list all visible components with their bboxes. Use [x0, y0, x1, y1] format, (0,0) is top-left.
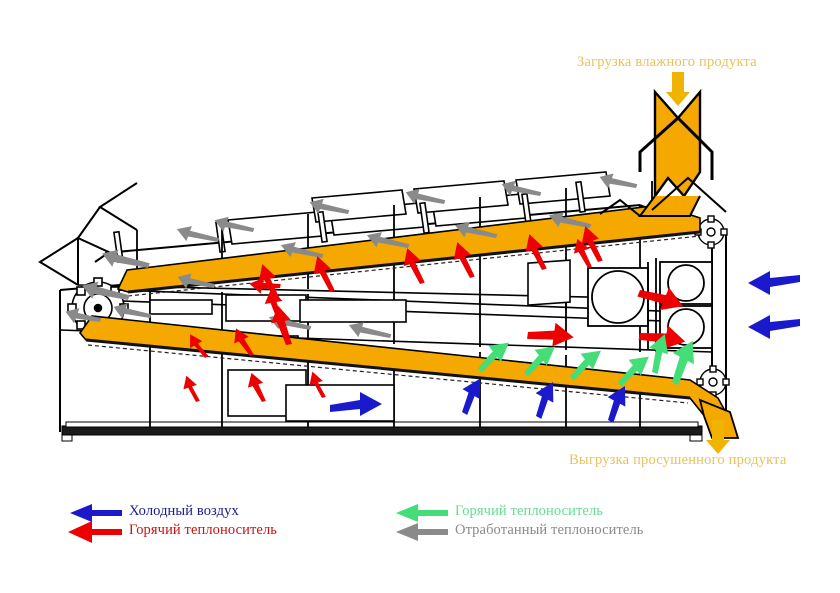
- roof-hatch: [413, 180, 509, 214]
- unload-arrow-icon: [706, 420, 730, 454]
- drum-circle: [591, 270, 645, 324]
- load-arrow-icon: [666, 72, 690, 106]
- legend-label-spent-agent: Отработанный теплоноситель: [455, 522, 644, 538]
- legend-label-hot-agent-green: Горячий теплоноситель: [455, 503, 604, 519]
- roof-hatch: [311, 189, 407, 223]
- legend-arrow-spent-gray: [396, 523, 448, 541]
- spent-agent-arrows: [65, 173, 638, 338]
- hot-agent-red-arrows: [183, 226, 686, 402]
- left-hood-upper: [98, 182, 138, 231]
- cold-air-blue-arrows: [330, 271, 800, 423]
- roof-hatch: [515, 171, 611, 205]
- legend-label-hot-agent-red: Горячий теплоноситель: [129, 522, 278, 538]
- legend-arrow-hot-red: [68, 521, 122, 543]
- hot-agent-green-arrows: [478, 334, 694, 387]
- roof-hatch-group: [227, 171, 611, 245]
- left-hood: [38, 236, 79, 286]
- legend-arrow-hot-green: [396, 504, 448, 522]
- hopper-peak-roof: [651, 176, 727, 213]
- legend-label-cold-air: Холодный воздух: [129, 503, 239, 519]
- fan-circle-upper: [667, 264, 705, 302]
- legend-arrow-cold-air: [70, 504, 122, 522]
- load-label: Загрузка влажного продукта: [577, 54, 757, 70]
- unload-label: Выгрузка просушенного продукта: [569, 452, 787, 468]
- feed-hopper: [599, 88, 714, 217]
- discharge-chute: [698, 398, 740, 439]
